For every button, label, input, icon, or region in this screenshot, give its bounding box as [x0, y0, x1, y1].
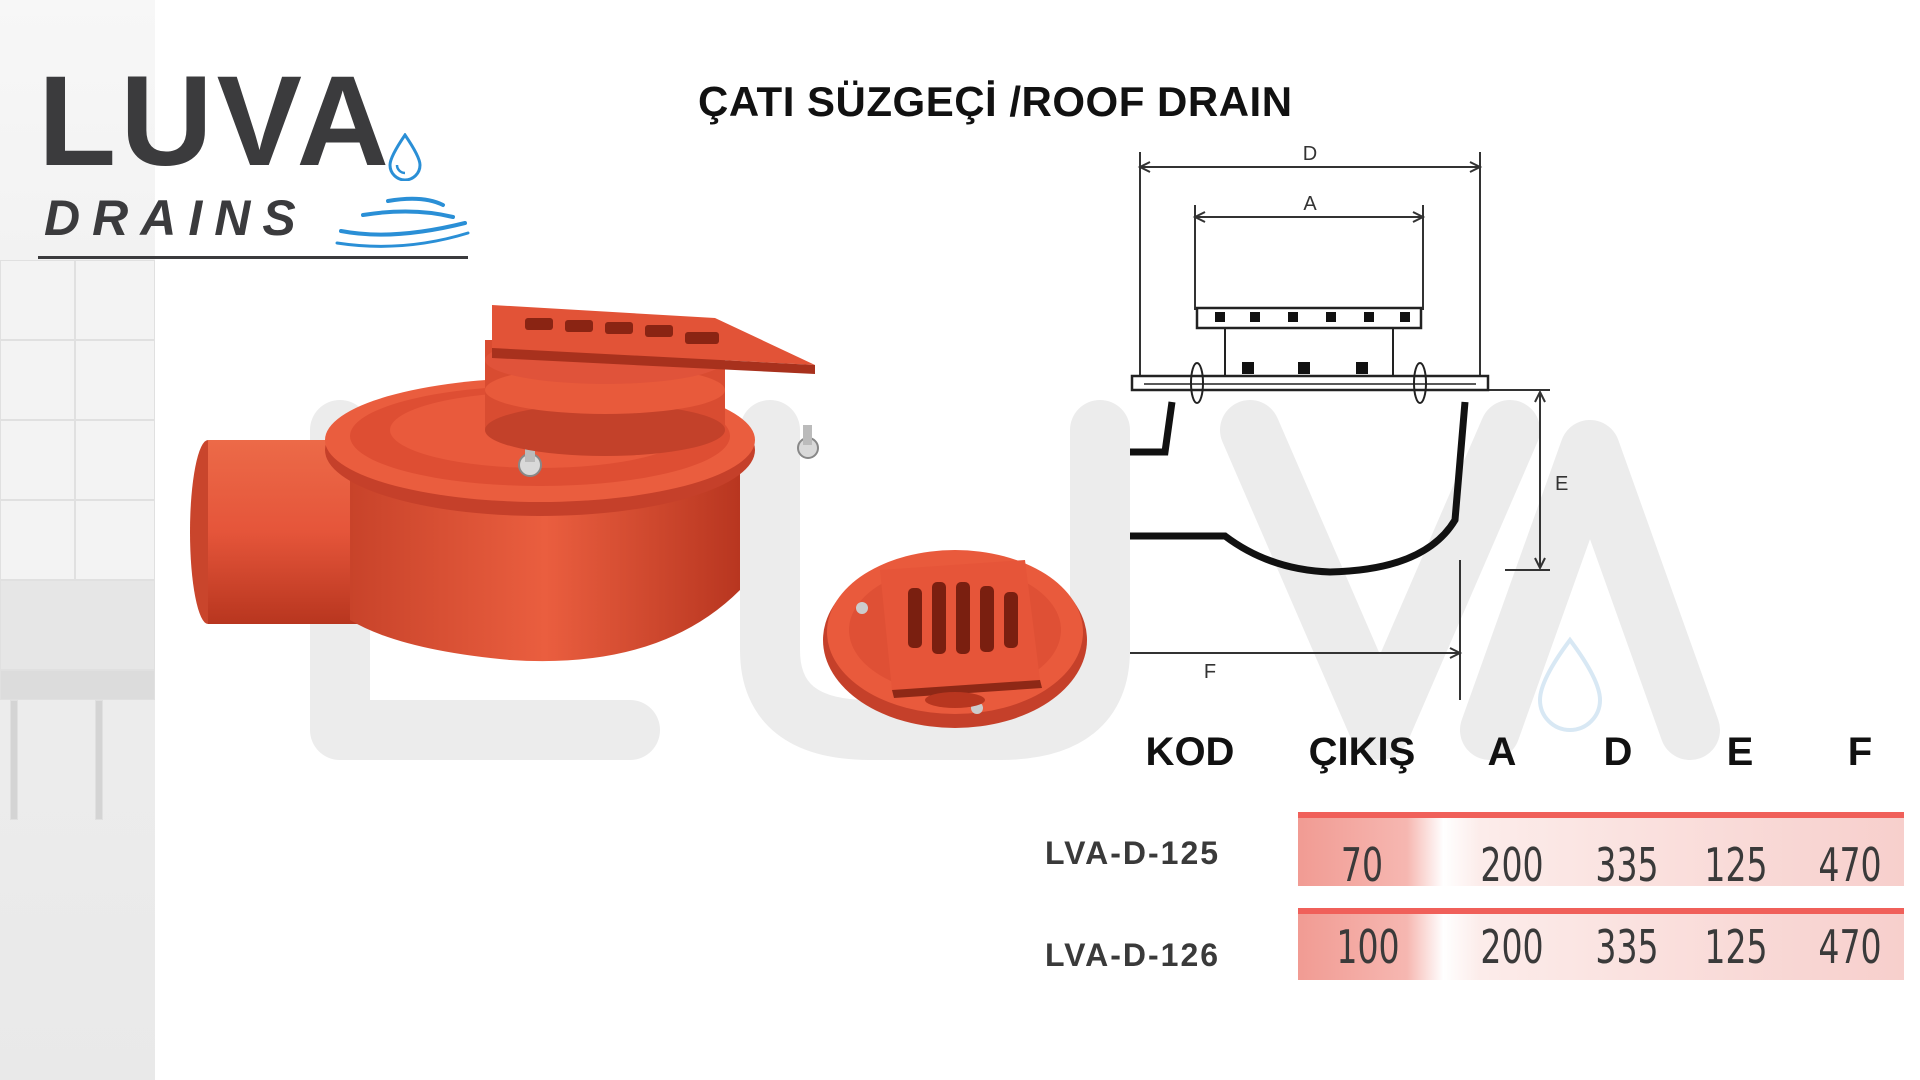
luva-watermark: [310, 400, 1720, 760]
header-f: F: [1847, 730, 1873, 774]
header-cikis: ÇIKIŞ: [1308, 730, 1416, 774]
table-cell-f: 470: [1818, 920, 1882, 974]
table-cell-cikis: 70: [1340, 838, 1384, 892]
table-row-code: LVA-D-126: [1045, 937, 1221, 973]
roof-drain-product-image: [190, 305, 819, 662]
table-cell-a: 200: [1480, 838, 1544, 892]
logo-wordmark: LUVA: [38, 50, 393, 193]
page-title: ÇATI SÜZGEÇİ /ROOF DRAIN: [698, 78, 1293, 125]
table-row-band: [1298, 908, 1904, 980]
table-cell-cikis: 100: [1336, 920, 1400, 974]
logo-subtitle: DRAINS: [44, 190, 308, 246]
background-kitchen-strip: [0, 0, 155, 1080]
table-cell-d: 335: [1595, 838, 1659, 892]
header-d: D: [1603, 730, 1633, 774]
dimension-label-f: F: [1204, 661, 1216, 683]
table-cell-e: 125: [1704, 838, 1768, 892]
table-cell-f: 470: [1818, 838, 1882, 892]
dimension-label-d: D: [1303, 143, 1317, 165]
header-e: E: [1726, 730, 1754, 774]
table-cell-e: 125: [1704, 920, 1768, 974]
technical-drawing: D A E F Ø: [1130, 143, 1568, 700]
table-cell-a: 200: [1480, 920, 1544, 974]
dimension-label-a: A: [1303, 193, 1317, 215]
table-cell-d: 335: [1595, 920, 1659, 974]
water-drop-icon: [388, 133, 422, 181]
brand-logo: LUVA DRAINS: [38, 58, 478, 268]
header-kod: KOD: [1145, 730, 1235, 774]
table-row-band: [1298, 812, 1904, 886]
logo-underline: [38, 256, 468, 259]
waves-icon: [335, 196, 470, 248]
header-a: A: [1487, 730, 1517, 774]
spec-table-header: KOD ÇIKIŞ A D E F: [0, 730, 1920, 780]
roof-drain-top-view-image: [823, 550, 1087, 728]
table-row-code: LVA-D-125: [1045, 835, 1221, 871]
dimension-label-e: E: [1555, 473, 1568, 495]
